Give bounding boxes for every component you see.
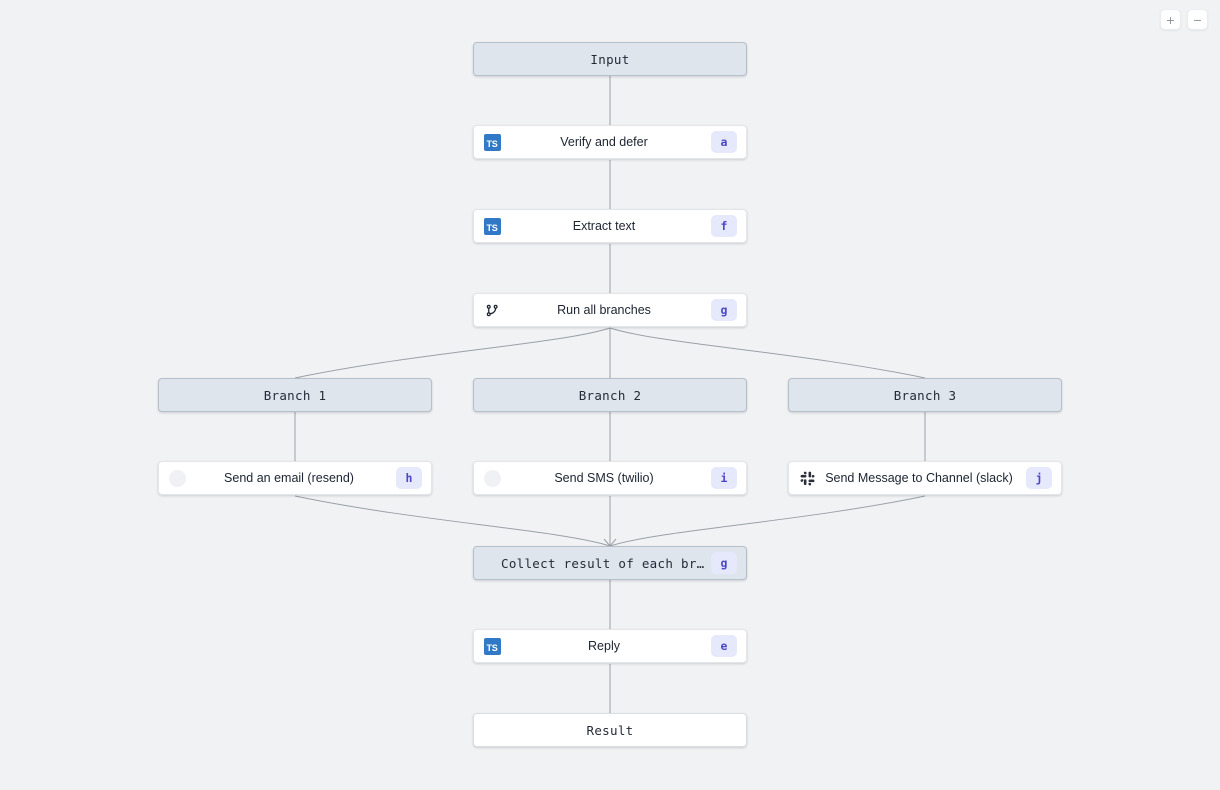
node-send-email-label: Send an email (resend) bbox=[224, 471, 354, 485]
typescript-icon: TS bbox=[483, 133, 501, 151]
git-branch-icon bbox=[483, 301, 501, 319]
node-send-slack-badge[interactable]: j bbox=[1026, 467, 1052, 489]
edge-slack-collect bbox=[609, 495, 926, 547]
node-input-label: Input bbox=[590, 51, 630, 67]
node-branch-1[interactable]: Branch 1 bbox=[158, 378, 432, 412]
node-branch-2[interactable]: Branch 2 bbox=[473, 378, 747, 412]
node-run-all-branches-label: Run all branches bbox=[557, 303, 651, 317]
minus-icon: − bbox=[1193, 11, 1202, 28]
node-extract-text-badge[interactable]: f bbox=[711, 215, 737, 237]
node-send-email[interactable]: Send an email (resend) h bbox=[158, 461, 432, 495]
node-result-label: Result bbox=[586, 722, 634, 738]
node-collect-result-badge[interactable]: g bbox=[711, 552, 737, 574]
node-send-email-badge[interactable]: h bbox=[396, 467, 422, 489]
node-reply-badge[interactable]: e bbox=[711, 635, 737, 657]
node-verify-and-defer-label: Verify and defer bbox=[560, 135, 648, 149]
node-send-slack-label: Send Message to Channel (slack) bbox=[825, 471, 1013, 485]
node-branch-3-label: Branch 3 bbox=[893, 387, 957, 403]
twilio-icon bbox=[483, 469, 501, 487]
node-run-all-branches[interactable]: Run all branches g bbox=[473, 293, 747, 327]
node-collect-result-label: Collect result of each branch bbox=[501, 555, 707, 571]
node-extract-text[interactable]: TS Extract text f bbox=[473, 209, 747, 243]
node-reply-label: Reply bbox=[588, 639, 620, 653]
node-send-sms-badge[interactable]: i bbox=[711, 467, 737, 489]
resend-icon bbox=[168, 469, 186, 487]
zoom-controls: + − bbox=[1160, 9, 1208, 30]
zoom-out-button[interactable]: − bbox=[1187, 9, 1208, 30]
node-branch-1-label: Branch 1 bbox=[263, 387, 327, 403]
node-result[interactable]: Result bbox=[473, 713, 747, 747]
node-send-sms[interactable]: Send SMS (twilio) i bbox=[473, 461, 747, 495]
node-verify-and-defer[interactable]: TS Verify and defer a bbox=[473, 125, 747, 159]
slack-icon bbox=[798, 469, 816, 487]
node-input[interactable]: Input bbox=[473, 42, 747, 76]
node-extract-text-label: Extract text bbox=[572, 219, 636, 233]
node-verify-and-defer-badge[interactable]: a bbox=[711, 131, 737, 153]
plus-icon: + bbox=[1166, 11, 1175, 28]
node-send-slack[interactable]: Send Message to Channel (slack) j bbox=[788, 461, 1062, 495]
node-collect-result[interactable]: Collect result of each branch g bbox=[473, 546, 747, 580]
node-branch-2-label: Branch 2 bbox=[578, 387, 642, 403]
edge-runall-branch1 bbox=[294, 327, 611, 379]
node-reply[interactable]: TS Reply e bbox=[473, 629, 747, 663]
node-run-all-branches-badge[interactable]: g bbox=[711, 299, 737, 321]
arrowhead-collect bbox=[603, 538, 617, 547]
edge-runall-branch3 bbox=[609, 327, 926, 379]
node-branch-3[interactable]: Branch 3 bbox=[788, 378, 1062, 412]
zoom-in-button[interactable]: + bbox=[1160, 9, 1181, 30]
edge-email-collect bbox=[294, 495, 611, 547]
typescript-icon: TS bbox=[483, 217, 501, 235]
typescript-icon: TS bbox=[483, 637, 501, 655]
node-send-sms-label: Send SMS (twilio) bbox=[554, 471, 654, 485]
